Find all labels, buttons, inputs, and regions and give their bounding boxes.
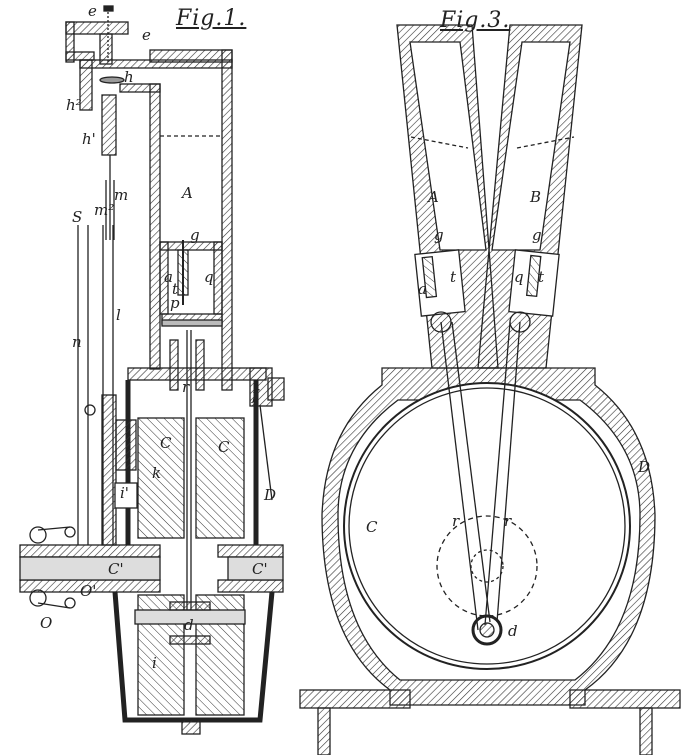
fig1-label: O' <box>80 582 97 600</box>
fig1-label: e <box>142 26 151 44</box>
fig3-label: t <box>538 268 545 286</box>
fig1-section <box>19 5 285 735</box>
fig1-label: f <box>252 386 258 404</box>
fig1-label: i <box>152 654 157 672</box>
fig3-label: D <box>638 458 651 476</box>
fig1-title: Fig.1. <box>176 6 247 31</box>
fig1-label: t <box>172 280 179 298</box>
fig1-label: C' <box>108 560 124 578</box>
fig3-label: r <box>452 512 460 530</box>
fig1-label: A <box>182 184 193 202</box>
fig1-label: m <box>114 186 129 204</box>
fig1-label: d <box>184 616 194 634</box>
fig3-section <box>299 24 681 755</box>
fig1-label: S <box>72 208 83 226</box>
fig1-label: p <box>170 294 180 312</box>
fig3-label: A <box>428 188 439 206</box>
fig1-label: h <box>124 68 134 86</box>
fig1-label: C <box>160 434 172 452</box>
fig3-label: g <box>434 226 444 244</box>
fig1-label: O <box>40 614 53 632</box>
fig1-label: q <box>204 268 214 286</box>
fig3-label: d <box>508 622 518 640</box>
fig1-label: l <box>116 306 121 324</box>
fig1-label: e <box>88 2 97 20</box>
fig1-label: D <box>264 486 277 504</box>
fig1-label: h' <box>82 130 96 148</box>
fig3-label: a <box>418 280 427 298</box>
fig1-label: h² <box>66 96 82 114</box>
fig3-label: t <box>450 268 457 286</box>
fig1-label: a <box>164 268 173 286</box>
fig1-label: r <box>182 378 190 396</box>
fig3-label: g <box>532 226 542 244</box>
fig3-label: q <box>514 268 524 286</box>
fig1-label: C <box>218 438 230 456</box>
fig1-label: k <box>152 464 162 482</box>
fig1-label: m² <box>94 201 115 219</box>
fig1-label: g <box>190 226 200 244</box>
fig3-label: r <box>504 512 512 530</box>
fig1-label: C' <box>252 560 268 578</box>
fig3-title: Fig.3. <box>440 8 511 33</box>
fig1-label: i' <box>120 484 129 502</box>
fig3-label: B <box>530 188 542 206</box>
fig1-label: n <box>72 333 82 351</box>
fig3-label: C <box>366 518 378 536</box>
